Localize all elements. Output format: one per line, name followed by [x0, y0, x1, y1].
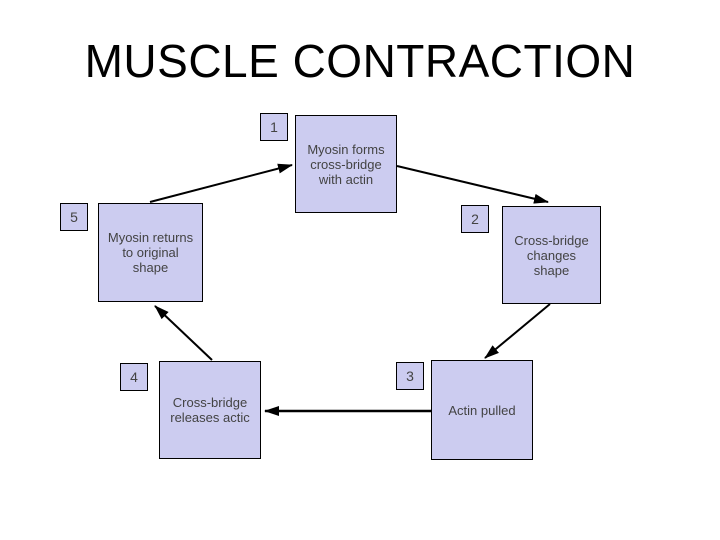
step-3-label: Actin pulled: [448, 402, 516, 418]
step-3-number-box: 3: [396, 362, 424, 390]
step-2-label: Cross-bridge changes shape: [514, 232, 589, 278]
step-5-label: Myosin returns to original shape: [107, 230, 194, 275]
step-2-number: 2: [471, 211, 479, 227]
arrow-step1-to-step2: [396, 165, 549, 204]
slide-title: MUSCLE CONTRACTION: [84, 35, 636, 87]
arrow-step4-to-step5: [154, 305, 213, 361]
step-2-box-cross-bridge-changes-shape: Cross-bridge changes shape: [502, 206, 601, 304]
step-1-box-myosin-forms-cross-bridge: Myosin forms cross-bridge with actin: [295, 115, 397, 213]
step-1-label: Myosin forms cross-bridge with actin: [307, 141, 385, 187]
step-5-number: 5: [70, 209, 78, 225]
step-3-box-actin-pulled: Actin pulled: [431, 360, 533, 460]
step-4-number-box: 4: [120, 363, 148, 391]
step-5-box-myosin-returns-to-original-shape: Myosin returns to original shape: [98, 203, 203, 302]
step-2-number-box: 2: [461, 205, 489, 233]
step-4-label: Cross-bridge releases actic: [170, 395, 250, 425]
step-4-box-cross-bridge-releases-actic: Cross-bridge releases actic: [159, 361, 261, 459]
step-1-number: 1: [270, 119, 278, 135]
step-5-number-box: 5: [60, 203, 88, 231]
step-3-number: 3: [406, 368, 414, 384]
arrow-step2-to-step3: [484, 303, 551, 359]
arrow-step5-to-step1: [149, 163, 293, 203]
step-4-number: 4: [130, 369, 138, 385]
step-1-number-box: 1: [260, 113, 288, 141]
